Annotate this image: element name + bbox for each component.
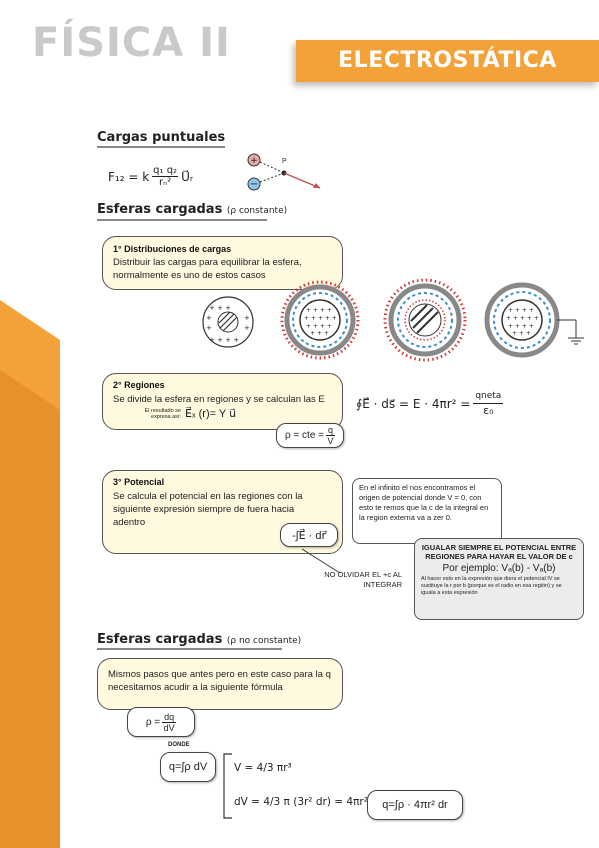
svg-text:+: + [250, 156, 258, 166]
spheres-nonconst-title: Esferas cargadas (ρ no constante) [97, 632, 301, 647]
rho-constant-label: ρ = cte = [284, 430, 325, 441]
negative-charge-icon [247, 177, 261, 191]
reminder-arrow [301, 548, 341, 574]
step3-title: 3° Potencial [113, 477, 165, 487]
gauss-fraction: qneta ε₀ [473, 390, 504, 417]
spheres-const-title-text: Esferas cargadas [97, 202, 223, 217]
positive-charge-icon [247, 153, 261, 167]
rho-density-den: dV [163, 722, 175, 733]
spheres-const-subtitle: (ρ constante) [226, 206, 288, 216]
step2-result-note: El resultado se expresa así: [144, 407, 181, 420]
step2-text: Se divide la esfera en regiones y se cal… [113, 394, 325, 405]
svg-text:+: + [206, 324, 212, 332]
rho-constant-fraction: q V [326, 425, 336, 446]
infinity-note: En el infinito el nos encontramos el ori… [352, 478, 502, 544]
coulomb-unit-vector: U⃗ᵣ [181, 169, 193, 184]
step2-result: E⃗ₓ (r)= Y u⃗ [185, 408, 237, 420]
section-underline [97, 648, 282, 650]
step1-card: 1° Distribuciones de cargas Distribuir l… [102, 236, 343, 290]
rho-constant-pill: ρ = cte = q V [276, 423, 344, 448]
svg-text:+: + [206, 314, 212, 322]
rho-constant-num: q [326, 425, 336, 436]
step1-text: Distribuir las cargas para equilibrar la… [113, 257, 302, 281]
topic-banner: ELECTROSTÁTICA [296, 40, 599, 82]
step2-title: 2° Regiones [113, 380, 165, 390]
point-charges-diagram: + − [247, 153, 321, 191]
spheres-const-title: Esferas cargadas (ρ constante) [97, 202, 287, 217]
step1-title: 1° Distribuciones de cargas [113, 244, 232, 254]
svg-text:+ + + +: + + + + [306, 323, 332, 330]
potential-integral-pill: -∫E⃗ · dr⃗ [280, 523, 338, 547]
topic-title: ELECTROSTÁTICA [338, 48, 557, 73]
coulomb-denominator: rₙ² [159, 177, 172, 188]
section-underline [97, 146, 225, 148]
section-underline [97, 219, 267, 221]
step2-card: 2° Regiones Se divide la esfera en regio… [102, 373, 343, 430]
rho-density-num: dq [162, 711, 177, 723]
rho-constant-den: V [327, 436, 334, 446]
svg-text:+ + + + +: + + + + + [304, 315, 337, 322]
equalize-title: IGUALAR SIEMPRE EL POTENCIAL ENTRE REGIO… [421, 543, 577, 561]
final-q-integral-pill: q=∫ρ · 4πr² dr [367, 790, 463, 820]
equalize-note: Al hacer esto en la expresión que diera … [421, 576, 562, 596]
point-charges-title: Cargas puntuales [97, 130, 226, 145]
point-p-label: P [282, 158, 287, 165]
integration-reminder: NO OLVIDAR EL +c AL INTEGRAR [324, 570, 402, 589]
nonconst-text: Mismos pasos que antes pero en este caso… [108, 669, 331, 693]
sphere-b-icon: + + + ++ + + + ++ + + ++ + + [280, 280, 360, 360]
sphere-c-icon [383, 278, 467, 362]
gauss-den: ε₀ [483, 404, 494, 417]
svg-text:+ + + +: + + + + [508, 307, 534, 314]
left-decoration [0, 300, 60, 848]
svg-text:−: − [250, 179, 258, 190]
coulomb-formula: F₁₂ = k q₁ q₂ rₙ² U⃗ᵣ [108, 165, 193, 188]
svg-text:+ + + +: + + + + [209, 336, 239, 344]
equalize-example: Por ejemplo: Vₐ(b) - Vₐ(b) [442, 563, 556, 574]
sphere-a-icon: + + + + + + + + + + + [202, 296, 254, 348]
nonconst-card: Mismos pasos que antes pero en este caso… [97, 658, 343, 710]
rho-density-pill: ρ = dq dV [127, 707, 195, 737]
where-label: DONDE [168, 742, 190, 748]
svg-text:+ + + + +: + + + + + [506, 315, 539, 322]
spheres-nonconst-title-text: Esferas cargadas [97, 632, 223, 647]
subject-title: FÍSICA II [32, 20, 231, 66]
system-bracket [223, 753, 232, 819]
q-integral-pill: q=∫ρ dV [160, 752, 216, 782]
svg-text:+ + +: + + + [209, 304, 231, 312]
svg-text:+ + +: + + + [512, 330, 531, 337]
step2-result-row: El resultado se expresa así: E⃗ₓ (r)= Y … [143, 407, 332, 421]
gauss-formula: ∮E⃗ · ds⃗ = E · 4πr² = qneta ε₀ [356, 390, 504, 417]
gauss-lhs: ∮E⃗ · ds⃗ = E · 4πr² = [356, 396, 471, 411]
sphere-d-icon: + + + ++ + + + ++ + + ++ + + [484, 282, 584, 358]
equalize-box: IGUALAR SIEMPRE EL POTENCIAL ENTRE REGIO… [414, 538, 584, 620]
coulomb-lhs: F₁₂ = k [108, 169, 150, 184]
spheres-nonconst-subtitle: (ρ no constante) [226, 636, 302, 646]
gauss-num: qneta [473, 390, 504, 404]
svg-text:+ + + +: + + + + [306, 307, 332, 314]
dvolume-formula: dV = 4/3 π (3r² dr) = 4πr² dr [234, 796, 383, 808]
rho-density-fraction: dq dV [162, 711, 177, 733]
coulomb-fraction: q₁ q₂ rₙ² [152, 165, 179, 188]
svg-text:+ + +: + + + [310, 330, 329, 337]
sphere-distributions-diagram: + + +++ +++ + + + + + + ++ + + + ++ + + … [202, 278, 584, 362]
rho-density-label: ρ = [145, 716, 161, 728]
svg-text:+ + + +: + + + + [508, 323, 534, 330]
coulomb-numerator: q₁ q₂ [152, 165, 179, 177]
svg-text:+: + [244, 324, 250, 332]
svg-text:+: + [244, 314, 250, 322]
volume-formula: V = 4/3 πr³ [234, 762, 292, 774]
step3-text: Se calcula el potencial en las regiones … [113, 491, 303, 528]
